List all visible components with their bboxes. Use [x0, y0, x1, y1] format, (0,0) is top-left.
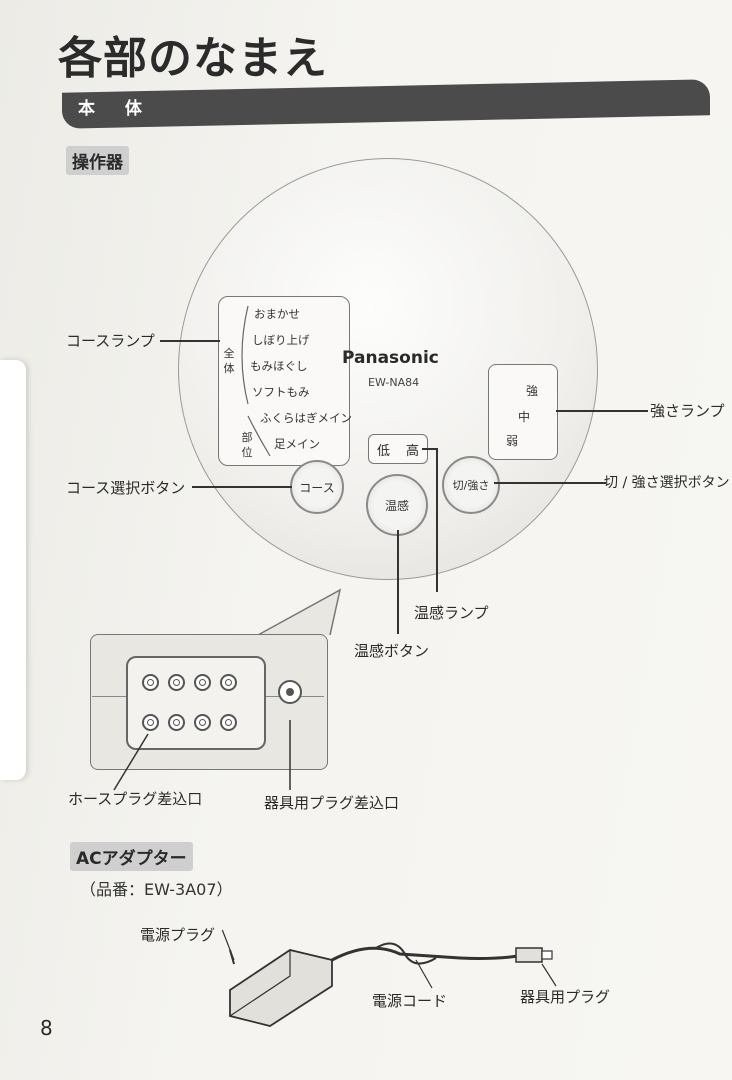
callout-power-strength-button: 切 / 強さ選択ボタン: [604, 475, 730, 491]
leader-heat-lamp-h: [422, 448, 436, 450]
hose-socket: [142, 674, 159, 691]
leader-strength-lamp: [556, 410, 648, 412]
hose-socket: [220, 714, 237, 731]
leader-course-button: [192, 486, 292, 488]
callout-power-plug: 電源プラグ: [140, 926, 216, 944]
callout-course-select-button: コース選択ボタン: [66, 479, 186, 497]
strength-lamp-panel: [488, 364, 558, 460]
page-number: 8: [40, 1016, 53, 1040]
course-item-omakase: おまかせ: [254, 307, 300, 321]
hose-socket: [194, 674, 211, 691]
ac-adapter-drawing: [221, 930, 557, 1027]
callout-device-plug-inlet: 器具用プラグ差込口: [264, 794, 400, 812]
hose-socket: [220, 674, 237, 691]
callout-device-plug: 器具用プラグ: [520, 988, 611, 1006]
hose-socket: [194, 714, 211, 731]
inset-leaders: [113, 720, 291, 791]
heat-high-label: 高: [405, 443, 419, 459]
brand-logo: Panasonic: [342, 348, 439, 368]
course-item-softmomi: ソフトもみ: [252, 385, 310, 399]
leader-heat-button: [397, 530, 399, 634]
ac-adapter-part-number: （品番：EW-3A07）: [80, 880, 233, 899]
controller-heading: 操作器: [66, 146, 129, 175]
course-item-ashi: 足メイン: [274, 437, 320, 451]
leader-course-lamp: [160, 340, 220, 342]
section-bar-label: 本 体: [78, 99, 154, 119]
callout-hose-plug-inlet: ホースプラグ差込口: [68, 790, 203, 808]
callout-heat-lamp: 温感ランプ: [414, 604, 489, 622]
power-strength-button[interactable]: 切/強さ: [442, 456, 500, 514]
hose-socket-panel: [126, 656, 266, 750]
page-title: 各部のなまえ: [58, 33, 328, 84]
course-lamp-panel: [218, 296, 350, 466]
course-item-momihogushi: もみほぐし: [250, 359, 308, 373]
ac-adapter-heading: ACアダプター: [70, 842, 193, 871]
heat-low-label: 低: [376, 443, 390, 459]
section-bar: [62, 79, 710, 129]
callout-power-cord: 電源コード: [372, 992, 448, 1010]
hose-socket: [142, 714, 159, 731]
strength-level-medium: 中: [518, 410, 531, 424]
callout-strength-lamp: 強さランプ: [650, 402, 725, 420]
callout-course-lamp: コースランプ: [66, 332, 155, 350]
page-edge: [0, 360, 26, 780]
model-number: EW-NA84: [368, 376, 420, 389]
strength-level-weak: 弱: [506, 434, 519, 448]
hose-socket: [168, 674, 185, 691]
heat-lamp-panel: 低 高: [368, 434, 428, 464]
device-plug-jack: [278, 680, 302, 704]
bui-label: 部位: [241, 431, 253, 459]
leader-power-button: [494, 482, 606, 484]
course-button[interactable]: コース: [290, 460, 344, 514]
inset-pointer: [257, 588, 342, 636]
strength-level-strong: 強: [526, 384, 539, 398]
heat-button[interactable]: 温感: [366, 474, 428, 536]
course-item-fukurahagi: ふくらはぎメイン: [260, 411, 352, 425]
zentai-label: 全体: [223, 347, 235, 375]
course-item-shibori: しぼり上げ: [252, 333, 310, 347]
course-panel-dividers: [241, 305, 271, 457]
hose-socket: [168, 714, 185, 731]
callout-heat-button: 温感ボタン: [354, 642, 430, 660]
leader-heat-lamp-v: [436, 448, 438, 592]
